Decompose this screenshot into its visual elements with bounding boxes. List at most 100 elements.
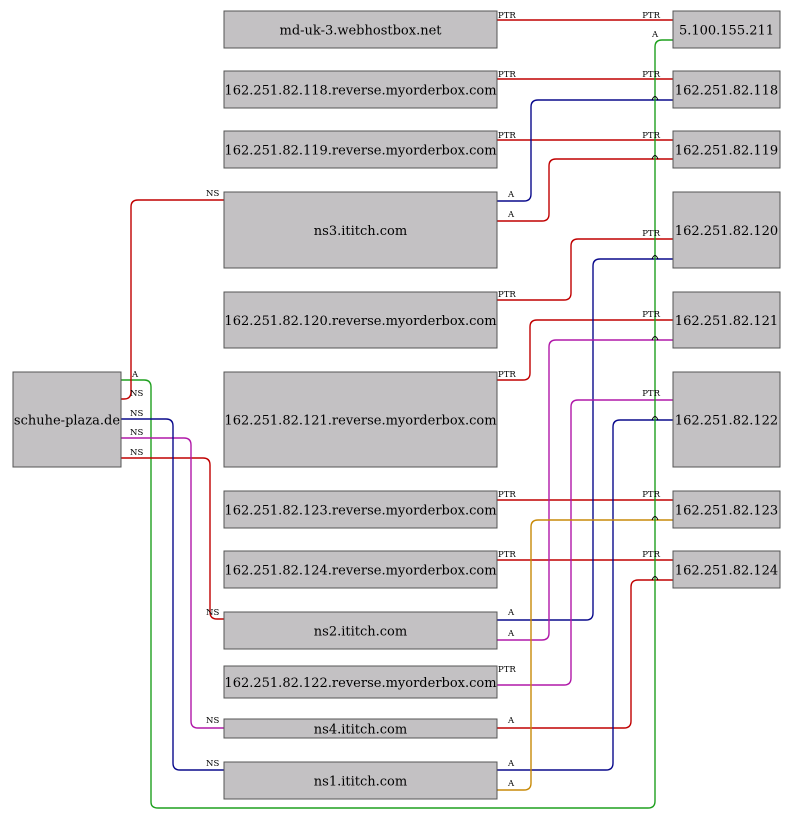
edge-label-ptr: PTR	[498, 70, 516, 80]
node-label: md-uk-3.webhostbox.net	[280, 24, 443, 39]
edge-label-a: A	[507, 190, 515, 200]
node-r122: 162.251.82.122.reverse.myorderbox.com	[223, 665, 498, 699]
node-box	[223, 611, 498, 650]
node-ns3: ns3.ititch.com	[223, 191, 498, 269]
edge-label-ns: NS	[206, 608, 219, 618]
edge-ptr-r122-ip122	[497, 399, 673, 686]
node-ip119: 162.251.82.119	[672, 130, 781, 169]
node-label: 162.251.82.121.reverse.myorderbox.com	[224, 414, 496, 429]
node-ip118: 162.251.82.118	[672, 70, 781, 109]
edge-ns-domain-ns4	[121, 437, 224, 729]
node-ns1: ns1.ititch.com	[223, 761, 498, 800]
node-box	[672, 291, 781, 349]
edge-label-ns: NS	[130, 409, 143, 419]
edge-label-ptr: PTR	[498, 131, 516, 141]
node-r123: 162.251.82.123.reverse.myorderbox.com	[223, 490, 498, 529]
node-box	[12, 371, 122, 468]
node-r121: 162.251.82.121.reverse.myorderbox.com	[223, 371, 498, 468]
edge-crossing-hop	[651, 336, 659, 341]
edge-label-ptr: PTR	[498, 665, 516, 675]
node-label: ns2.ititch.com	[314, 625, 407, 640]
node-label: schuhe-plaza.de	[14, 414, 120, 429]
edge-ptr-r120-ip120	[497, 238, 673, 301]
edge-crossing-hop	[651, 96, 659, 101]
edge-label-ptr: PTR	[498, 11, 516, 21]
edge-ns-domain-ns1	[121, 418, 224, 771]
node-ip5: 5.100.155.211	[672, 10, 781, 49]
node-box	[223, 10, 498, 49]
edge-label-a: A	[507, 716, 515, 726]
edge-crossing-hop	[651, 155, 659, 160]
node-box	[672, 130, 781, 169]
node-label: 162.251.82.122	[675, 414, 778, 429]
edge-label-ptr: PTR	[642, 11, 660, 21]
edge-label-ns: NS	[130, 389, 143, 399]
node-box	[223, 191, 498, 269]
node-box	[223, 761, 498, 800]
edge-label-ptr: PTR	[498, 290, 516, 300]
edge-crossing-hop	[651, 416, 659, 421]
edge-label-ptr: PTR	[642, 389, 660, 399]
node-label: 162.251.82.123.reverse.myorderbox.com	[224, 504, 496, 519]
node-box	[672, 70, 781, 109]
node-domain: schuhe-plaza.de	[12, 371, 122, 468]
edge-label-a: A	[131, 370, 139, 380]
node-label: ns3.ititch.com	[314, 224, 407, 239]
node-label: 162.251.82.118.reverse.myorderbox.com	[224, 84, 496, 99]
node-r124: 162.251.82.124.reverse.myorderbox.com	[223, 550, 498, 589]
node-ip121: 162.251.82.121	[672, 291, 781, 349]
node-label: 162.251.82.120.reverse.myorderbox.com	[224, 314, 496, 329]
edge-ns-domain-ns3	[121, 199, 224, 400]
edge-label-a: A	[507, 759, 515, 769]
edge-a-ns4-ip124	[497, 579, 673, 729]
edge-label-ns: NS	[206, 759, 219, 769]
edge-label-ns: NS	[206, 189, 219, 199]
edge-label-a: A	[507, 779, 515, 789]
node-label: 5.100.155.211	[679, 24, 774, 39]
node-box	[223, 371, 498, 468]
node-label: 162.251.82.122.reverse.myorderbox.com	[224, 676, 496, 691]
edge-label-ptr: PTR	[642, 229, 660, 239]
edge-a-ns1-ip122	[497, 419, 673, 771]
node-box	[223, 291, 498, 349]
edge-ptr-r121-ip121	[497, 319, 673, 381]
node-r119: 162.251.82.119.reverse.myorderbox.com	[223, 130, 498, 169]
nodes-layer: md-uk-3.webhostbox.net 162.251.82.118.rev…	[12, 10, 781, 800]
edge-label-a: A	[507, 629, 515, 639]
edge-label-ptr: PTR	[642, 490, 660, 500]
node-ip123: 162.251.82.123	[672, 490, 781, 529]
node-r120: 162.251.82.120.reverse.myorderbox.com	[223, 291, 498, 349]
edge-label-ns: NS	[130, 428, 143, 438]
node-box	[223, 130, 498, 169]
node-box	[223, 70, 498, 109]
edge-crossing-hop	[651, 576, 659, 581]
edge-label-ns: NS	[206, 716, 219, 726]
edge-label-ptr: PTR	[642, 550, 660, 560]
node-label: 162.251.82.124.reverse.myorderbox.com	[224, 564, 496, 579]
node-label: 162.251.82.119.reverse.myorderbox.com	[224, 144, 496, 159]
node-label: 162.251.82.123	[675, 504, 778, 519]
node-label: ns1.ititch.com	[314, 775, 407, 790]
node-box	[672, 550, 781, 589]
edge-a-ns2-ip120	[497, 258, 673, 621]
edge-label-ns: NS	[130, 448, 143, 458]
edges-layer	[121, 19, 673, 809]
edge-label-a: A	[507, 210, 515, 220]
node-box	[223, 718, 498, 739]
edge-label-ptr: PTR	[642, 70, 660, 80]
edge-label-a: A	[507, 608, 515, 618]
edge-ns-domain-ns2	[121, 457, 224, 620]
edge-label-ptr: PTR	[642, 310, 660, 320]
node-ns2: ns2.ititch.com	[223, 611, 498, 650]
edge-label-ptr: PTR	[642, 131, 660, 141]
edge-crossing-hop	[651, 516, 659, 521]
node-box	[223, 665, 498, 699]
edge-crossing-hop	[651, 255, 659, 260]
edge-a-ns1-ip123	[497, 519, 673, 791]
node-box	[223, 490, 498, 529]
node-ip124: 162.251.82.124	[672, 550, 781, 589]
edge-a-domain-ip5	[121, 39, 673, 809]
edge-a-ns3-ip118	[497, 99, 673, 202]
node-box	[672, 490, 781, 529]
